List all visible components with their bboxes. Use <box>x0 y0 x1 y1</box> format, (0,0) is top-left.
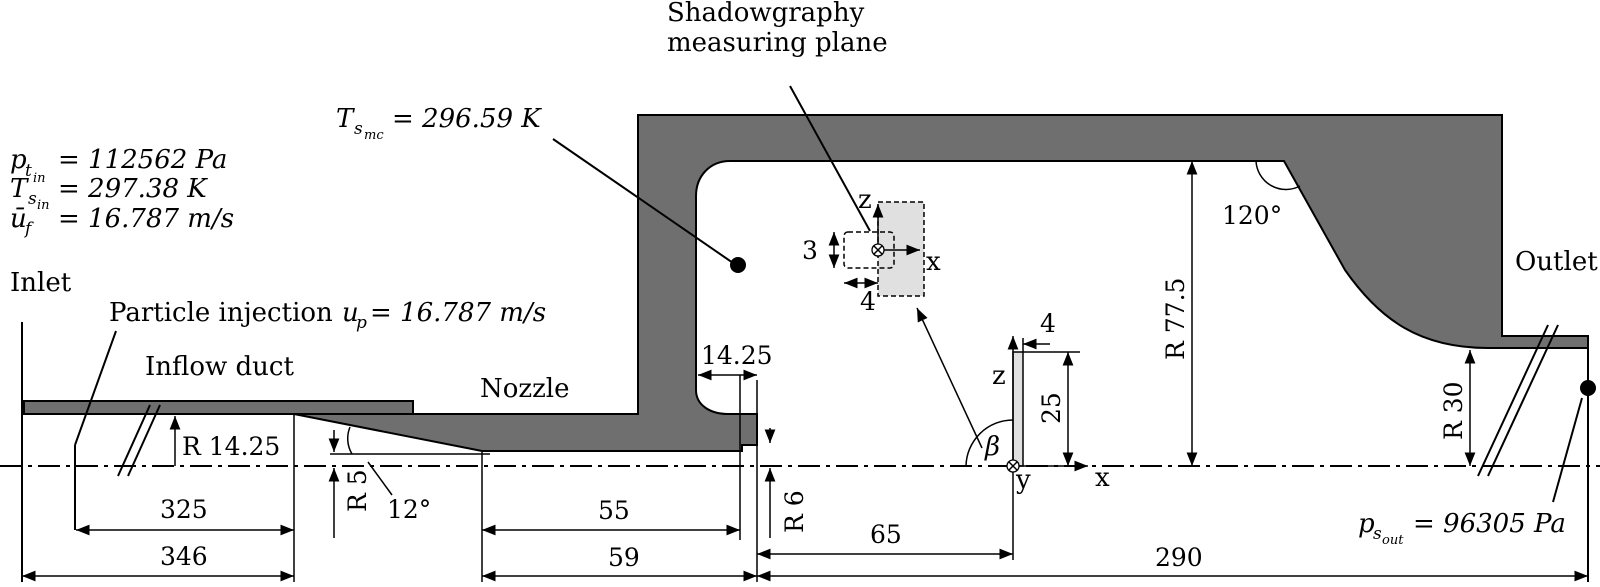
break-mark-2 <box>127 404 161 477</box>
svg-text:= 96305 Pa: = 96305 Pa <box>1413 509 1566 539</box>
dim-r1425: R 14.25 <box>182 432 280 461</box>
svg-text:s: s <box>354 119 363 139</box>
svg-text:p: p <box>1358 509 1375 539</box>
svg-text:= 296.59 K: = 296.59 K <box>392 104 542 134</box>
dim-3: 3 <box>802 236 818 265</box>
svg-text:s: s <box>1373 524 1382 544</box>
window-section <box>1012 351 1024 467</box>
angle-12-leader <box>367 461 393 496</box>
break-mark-1 <box>117 404 151 477</box>
axis-z2: z <box>992 361 1006 391</box>
beta-arc <box>965 419 1014 467</box>
dim-55: 55 <box>598 496 630 525</box>
svg-text:T: T <box>336 104 355 134</box>
inlet-pressure: p t in = 112562 Pa <box>10 145 227 186</box>
svg-text:f: f <box>23 219 34 239</box>
svg-text:out: out <box>1382 533 1404 548</box>
dim-a120: 120° <box>1222 201 1282 230</box>
inlet-temperature: T s in = 297.38 K <box>10 174 208 213</box>
chamber-wall <box>293 114 1589 452</box>
dim-r6: R 6 <box>780 490 809 533</box>
svg-text:= 112562 Pa: = 112562 Pa <box>58 145 227 175</box>
svg-text:in: in <box>37 198 50 213</box>
svg-text:t: t <box>25 161 32 181</box>
svg-text:= 297.38 K: = 297.38 K <box>58 174 208 204</box>
measuring-area <box>843 231 895 269</box>
dim-59: 59 <box>608 543 640 572</box>
dim-65: 65 <box>870 520 902 549</box>
svg-text:T: T <box>10 174 29 204</box>
dim-r30: R 30 <box>1439 381 1468 440</box>
svg-text:= 16.787 m/s: = 16.787 m/s <box>58 204 234 234</box>
inlet-label: Inlet <box>10 268 72 298</box>
dim-346: 346 <box>160 542 208 571</box>
angle-12-arc <box>346 426 353 455</box>
particle-injection-label: Particle injection <box>109 298 333 328</box>
svg-text:in: in <box>33 171 46 186</box>
svg-text:p: p <box>10 145 27 175</box>
dim-4b: 4 <box>1040 309 1056 338</box>
break-mark-4 <box>1487 324 1559 477</box>
nozzle-label: Nozzle <box>480 374 570 404</box>
dim-4a: 4 <box>860 287 876 316</box>
mean-fluid-velocity: ū f = 16.787 m/s <box>10 204 234 239</box>
measuring-window <box>877 201 925 297</box>
chamber-temperature: T s mc = 296.59 K <box>336 104 542 143</box>
svg-text:p: p <box>356 313 367 333</box>
dim-290: 290 <box>1155 543 1203 572</box>
shadow-plane-leader <box>789 85 871 232</box>
inflow-duct-label: Inflow duct <box>145 352 294 382</box>
outlet-probe-dot <box>1580 380 1596 396</box>
axis-beta: β <box>984 432 1000 462</box>
injection-leader <box>74 330 117 446</box>
axis-y2: y <box>1015 465 1031 495</box>
axis-z1: z <box>858 185 872 215</box>
window-arrow <box>916 307 983 449</box>
svg-text:= 16.787 m/s: = 16.787 m/s <box>370 298 546 328</box>
inflow-duct-wall <box>23 400 414 415</box>
svg-text:ū: ū <box>10 204 27 234</box>
chamber-probe-dot <box>730 257 746 273</box>
dim-a12: 12° <box>387 495 431 524</box>
svg-text:s: s <box>28 189 37 209</box>
svg-text:u: u <box>342 298 359 328</box>
outlet-label: Outlet <box>1515 247 1598 277</box>
dim-325: 325 <box>160 495 208 524</box>
outlet-pressure-leader <box>1552 397 1583 503</box>
axis-x1: x <box>926 247 941 277</box>
outlet-pressure: p s out = 96305 Pa <box>1358 509 1566 548</box>
chamber-temp-leader <box>552 138 737 266</box>
angle-120-arc <box>1255 160 1301 191</box>
svg-text:mc: mc <box>364 128 384 143</box>
dim-25: 25 <box>1037 392 1066 424</box>
axis-x2: x <box>1095 463 1110 493</box>
shadow-plane-label-1: Shadowgraphy <box>667 0 865 28</box>
shadow-plane-label-2: measuring plane <box>667 28 888 58</box>
dim-r5: R 5 <box>343 469 372 512</box>
particle-velocity: u p = 16.787 m/s <box>342 298 546 333</box>
dim-w1425: 14.25 <box>701 341 773 370</box>
dim-r775: R 77.5 <box>1161 278 1190 360</box>
break-mark-3 <box>1477 324 1549 477</box>
